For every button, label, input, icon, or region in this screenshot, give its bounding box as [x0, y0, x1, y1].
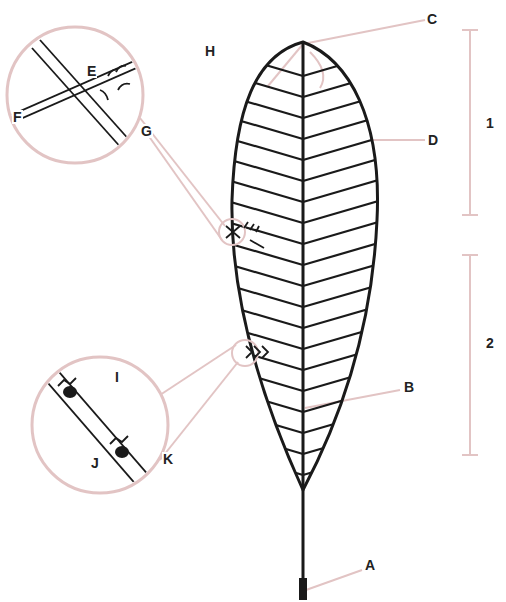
lateral-vein — [200, 445, 303, 475]
lateral-vein — [200, 298, 303, 328]
magnified-view — [32, 357, 168, 493]
callout-label: A — [364, 558, 376, 572]
callout-label: F — [12, 110, 23, 124]
lateral-vein — [303, 130, 406, 160]
callout-label: K — [162, 452, 174, 466]
callout-label: 2 — [485, 336, 495, 350]
lateral-vein — [303, 403, 406, 433]
lateral-vein — [200, 172, 303, 202]
lateral-vein — [200, 424, 303, 454]
leader-lines — [140, 20, 478, 590]
callout-label: E — [86, 64, 97, 78]
lateral-vein — [303, 256, 406, 286]
lateral-vein — [303, 319, 406, 349]
lateral-vein — [303, 193, 406, 223]
lateral-vein — [200, 193, 303, 223]
lateral-vein — [200, 130, 303, 160]
lateral-vein — [200, 109, 303, 139]
lateral-vein — [200, 235, 303, 265]
midrib — [302, 42, 305, 590]
lateral-vein — [200, 403, 303, 433]
lateral-vein — [303, 172, 406, 202]
lateral-vein — [303, 109, 406, 139]
callout-label: I — [114, 370, 120, 384]
lateral-vein — [200, 256, 303, 286]
lateral-vein — [303, 235, 406, 265]
lateral-vein — [303, 382, 406, 412]
callout-label: J — [90, 456, 100, 470]
callout-label: 1 — [485, 116, 495, 130]
lateral-vein — [200, 151, 303, 181]
magnify-spot — [232, 340, 258, 366]
lateral-vein — [303, 214, 406, 244]
callout-label: C — [426, 12, 438, 26]
lateral-vein — [303, 277, 406, 307]
lateral-vein — [200, 361, 303, 391]
leaf-blade — [232, 42, 378, 490]
lateral-vein — [303, 424, 406, 454]
petiole-base — [299, 578, 307, 600]
lateral-vein — [200, 382, 303, 412]
callout-label: B — [403, 380, 415, 394]
callout-label: H — [204, 44, 216, 58]
lateral-vein — [303, 298, 406, 328]
callout-label: D — [427, 133, 439, 147]
lateral-vein — [200, 277, 303, 307]
callout-label: G — [140, 124, 153, 138]
lateral-vein — [303, 151, 406, 181]
